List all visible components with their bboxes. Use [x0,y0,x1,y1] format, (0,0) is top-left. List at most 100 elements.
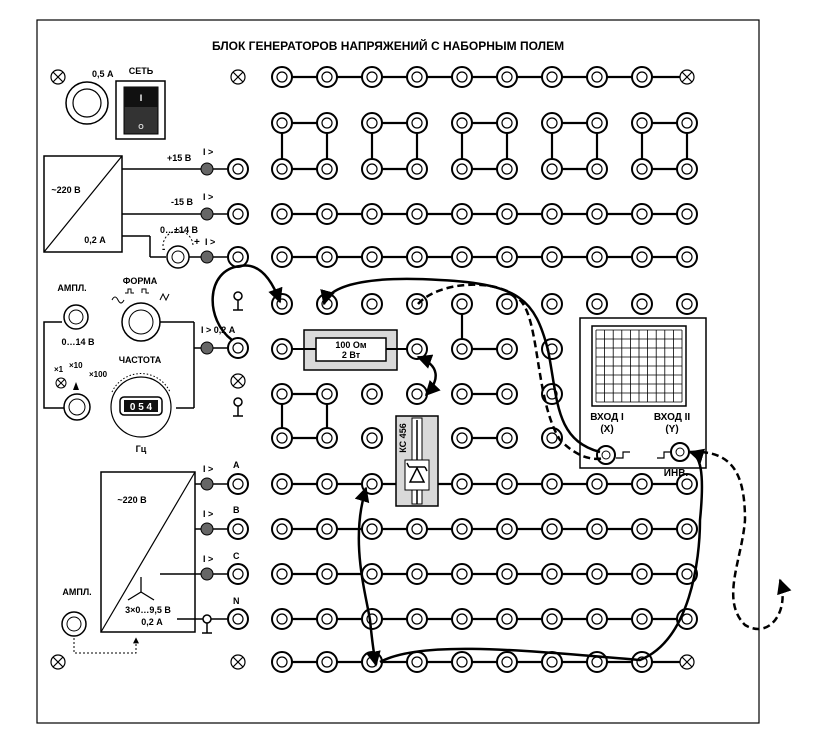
socket[interactable] [631,608,653,630]
socket[interactable] [361,651,383,673]
socket[interactable] [316,112,338,134]
socket[interactable] [271,246,293,268]
socket[interactable] [451,112,473,134]
power-switch[interactable] [115,80,166,140]
socket[interactable] [631,158,653,180]
socket[interactable] [227,246,249,268]
socket[interactable] [316,158,338,180]
socket[interactable] [316,427,338,449]
socket[interactable] [227,337,249,359]
socket[interactable] [451,158,473,180]
socket[interactable] [676,246,698,268]
socket[interactable] [316,563,338,585]
socket[interactable] [271,518,293,540]
socket[interactable] [541,66,563,88]
socket[interactable] [541,158,563,180]
socket[interactable] [451,203,473,225]
socket[interactable] [227,608,249,630]
socket[interactable] [361,112,383,134]
socket[interactable] [451,563,473,585]
socket[interactable] [676,473,698,495]
adjustable-voltage-knob[interactable] [162,230,194,269]
socket[interactable] [406,563,428,585]
socket[interactable] [361,383,383,405]
socket[interactable] [496,246,518,268]
socket[interactable] [676,293,698,315]
socket[interactable] [496,112,518,134]
resistor-component[interactable] [292,329,408,371]
socket[interactable] [496,383,518,405]
socket[interactable] [271,651,293,673]
socket[interactable] [361,608,383,630]
socket[interactable] [631,203,653,225]
socket[interactable] [541,608,563,630]
socket[interactable] [271,203,293,225]
socket[interactable] [496,427,518,449]
socket[interactable] [586,112,608,134]
socket[interactable] [406,158,428,180]
socket[interactable] [631,293,653,315]
socket[interactable] [541,112,563,134]
socket[interactable] [316,246,338,268]
socket[interactable] [586,608,608,630]
socket[interactable] [271,293,293,315]
socket[interactable] [406,383,428,405]
socket[interactable] [406,608,428,630]
socket[interactable] [496,338,518,360]
socket[interactable] [361,203,383,225]
socket[interactable] [316,608,338,630]
socket[interactable] [496,203,518,225]
socket[interactable] [496,518,518,540]
socket[interactable] [227,518,249,540]
socket[interactable] [496,563,518,585]
socket[interactable] [227,203,249,225]
socket[interactable] [361,66,383,88]
socket[interactable] [406,112,428,134]
socket[interactable] [271,338,293,360]
three-phase-amplitude-knob[interactable] [61,611,87,637]
socket[interactable] [541,427,563,449]
socket[interactable] [496,651,518,673]
socket[interactable] [541,246,563,268]
socket[interactable] [496,293,518,315]
socket[interactable] [316,66,338,88]
func-range-switch[interactable] [63,382,91,421]
socket[interactable] [361,293,383,315]
socket[interactable] [631,563,653,585]
socket[interactable] [361,158,383,180]
socket[interactable] [586,158,608,180]
socket[interactable] [541,563,563,585]
socket[interactable] [406,651,428,673]
socket[interactable] [361,563,383,585]
socket[interactable] [451,651,473,673]
socket[interactable] [541,203,563,225]
socket[interactable] [451,338,473,360]
socket[interactable] [631,518,653,540]
socket[interactable] [227,563,249,585]
socket[interactable] [541,518,563,540]
socket[interactable] [271,608,293,630]
socket[interactable] [271,158,293,180]
socket[interactable] [271,383,293,405]
zener-diode-component[interactable] [395,415,439,507]
socket[interactable] [271,112,293,134]
socket[interactable] [271,563,293,585]
fuse-holder[interactable] [65,81,109,125]
socket[interactable] [406,203,428,225]
socket[interactable] [406,338,428,360]
socket[interactable] [631,473,653,495]
socket[interactable] [316,651,338,673]
socket[interactable] [271,66,293,88]
socket[interactable] [496,608,518,630]
socket[interactable] [676,203,698,225]
socket[interactable] [316,383,338,405]
scope-input1-socket[interactable] [596,445,630,465]
socket[interactable] [361,246,383,268]
socket[interactable] [586,518,608,540]
socket[interactable] [631,112,653,134]
socket[interactable] [541,473,563,495]
socket[interactable] [406,66,428,88]
socket[interactable] [316,518,338,540]
socket[interactable] [451,383,473,405]
socket[interactable] [227,473,249,495]
